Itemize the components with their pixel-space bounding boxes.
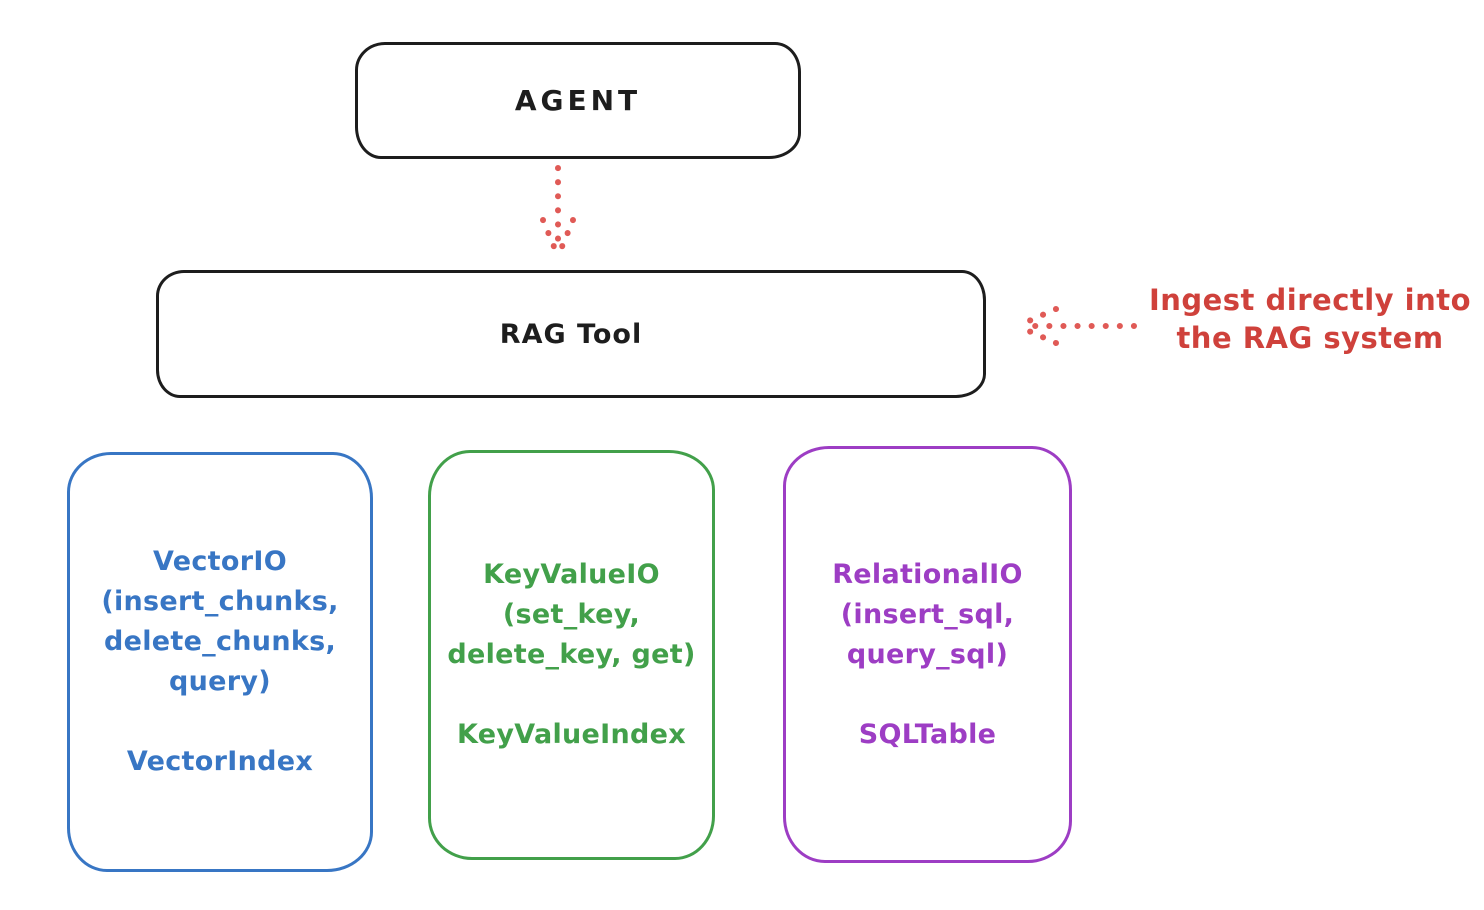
card-vector-io-title: VectorIO [153,546,287,577]
annotation-ingest: Ingest directly into the RAG system [1140,281,1480,357]
sql-table-label: SQLTable [858,718,997,750]
card-vector-io-line: (insert_chunks, [101,586,339,617]
card-vector-io: VectorIO (insert_chunks, delete_chunks, … [67,452,373,872]
card-relational-io-title: RelationalIO [832,558,1023,590]
card-keyvalue-io: KeyValueIO (set_key, delete_key, get) Ke… [428,450,715,860]
node-agent-label: AGENT [514,84,642,117]
vector-index-label: VectorIndex [126,746,314,777]
annotation-ingest-line2: the RAG system [1176,321,1444,355]
keyvalue-index-label: KeyValueIndex [456,719,686,750]
node-rag-tool-label: RAG Tool [499,318,643,350]
card-relational-io: RelationalIO (insert_sql, query_sql) SQL… [783,446,1072,863]
card-relational-io-line: query_sql) [846,638,1009,670]
node-rag-tool: RAG Tool [156,270,986,398]
card-vector-io-line: delete_chunks, [103,626,337,657]
annotation-ingest-line1: Ingest directly into [1148,283,1472,317]
arrow-ingest-into-rag-tool-icon [1019,306,1137,346]
card-keyvalue-io-line: delete_key, get) [447,639,696,670]
card-relational-io-line: (insert_sql, [840,598,1015,630]
arrow-agent-to-rag-tool-icon [540,165,576,257]
card-keyvalue-io-title: KeyValueIO [483,559,660,590]
card-keyvalue-io-line: (set_key, [502,599,641,630]
card-vector-io-line: query) [169,666,271,697]
node-agent: AGENT [355,42,801,159]
